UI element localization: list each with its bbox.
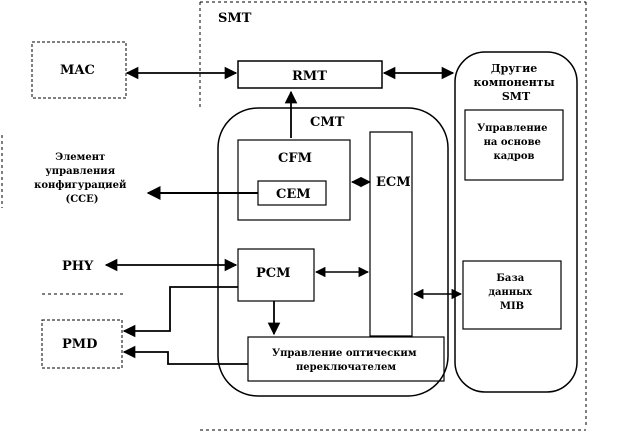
smt-label: SMT (218, 11, 252, 26)
cmt-label: CMT (310, 115, 345, 130)
optical-switch-box (247, 336, 445, 382)
frame-management-line3: кадров (494, 151, 535, 162)
pmd-box (41, 319, 123, 369)
rmt-label: RMT (292, 69, 327, 84)
pcm-box (237, 248, 315, 302)
pmd-label: PMD (62, 337, 97, 352)
mib-label-line3: MIB (500, 301, 524, 312)
mib-label-line1: База (496, 273, 524, 284)
cce-label-line1: Элемент (55, 152, 105, 163)
mib-box (462, 260, 562, 330)
mac-label: MAC (60, 63, 95, 78)
optical-pmd-arrow (122, 345, 248, 365)
cce-label-line2: управления (45, 166, 115, 177)
cmt-box (217, 107, 449, 397)
other-smt-label-line1: Другие (491, 62, 537, 75)
other-smt-label: Другие компоненты SMT (473, 62, 558, 103)
optical-switch-line1: Управление оптическим (272, 348, 417, 359)
frame-management-line1: Управление (477, 123, 547, 134)
ecm-label: ECM (376, 175, 411, 190)
rmt-box (237, 60, 383, 89)
pcm-pmd-arrow (122, 286, 238, 338)
phy-label: PHY (62, 259, 94, 274)
ecm-box (369, 131, 413, 337)
cem-label: CEM (276, 187, 311, 202)
other-smt-components-box (454, 51, 578, 393)
cce-label-line3: конфигурацией (34, 180, 127, 191)
frame-management-label: Управление на основе кадров (477, 123, 551, 162)
smt-boundary (199, 1, 587, 431)
cfm-label: CFM (278, 151, 312, 166)
frame-management-box (464, 109, 564, 181)
optical-switch-label: Управление оптическим переключателем (272, 348, 420, 373)
optical-switch-line2: переключателем (296, 362, 396, 373)
frame-management-line2: на основе (484, 137, 541, 148)
cce-label-line4: (CCE) (65, 194, 98, 205)
mib-label: База данных MIB (488, 273, 535, 312)
other-smt-label-line3: SMT (502, 90, 531, 103)
cfm-box (237, 139, 351, 221)
other-smt-label-line2: компоненты (473, 76, 554, 89)
pcm-label: PCM (256, 266, 291, 281)
cce-label: Элемент управления конфигурацией (CCE) (34, 152, 130, 205)
mib-label-line2: данных (488, 287, 533, 298)
